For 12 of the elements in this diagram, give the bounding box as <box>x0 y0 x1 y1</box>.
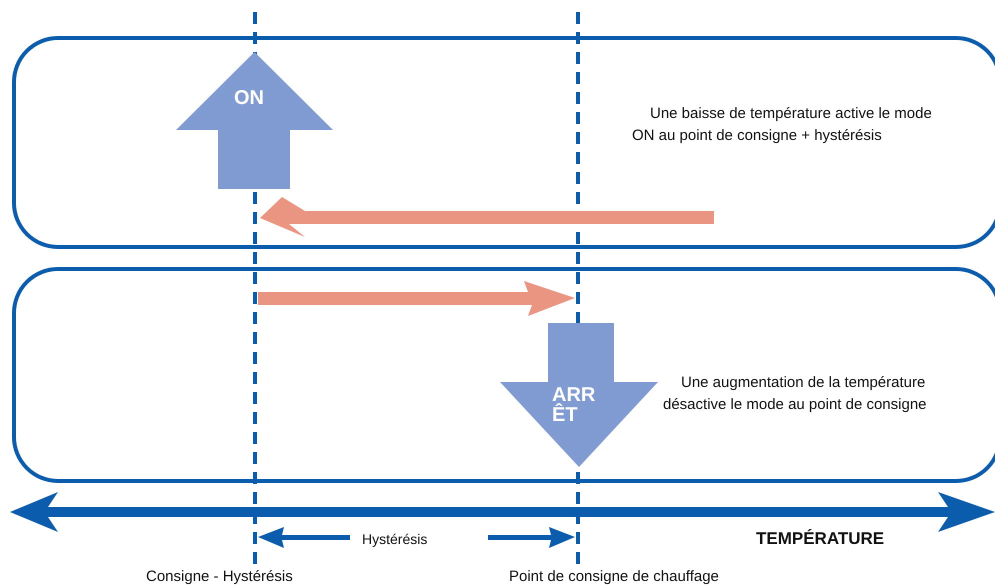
arrow-label: ARRÊT <box>552 385 596 425</box>
description-text: Une baisse de température active le mode ON au point de consigne + hystérésis <box>632 104 933 146</box>
guide-label: Point de consigne de chauffage <box>509 568 719 585</box>
down-arrow-shape <box>500 323 658 467</box>
arrow-label: ON <box>234 88 264 108</box>
rounded-panel <box>12 267 995 483</box>
description-text: Une augmentation de la température désactive le mode au point de consigne <box>663 373 928 415</box>
axis-label: TEMPÉRATURE <box>756 529 884 549</box>
up-arrow-shape <box>176 52 333 189</box>
rounded-panel <box>12 36 995 249</box>
guide-label: Consigne - Hystérésis <box>146 568 293 585</box>
dimension-label: Hystérésis <box>362 531 428 547</box>
